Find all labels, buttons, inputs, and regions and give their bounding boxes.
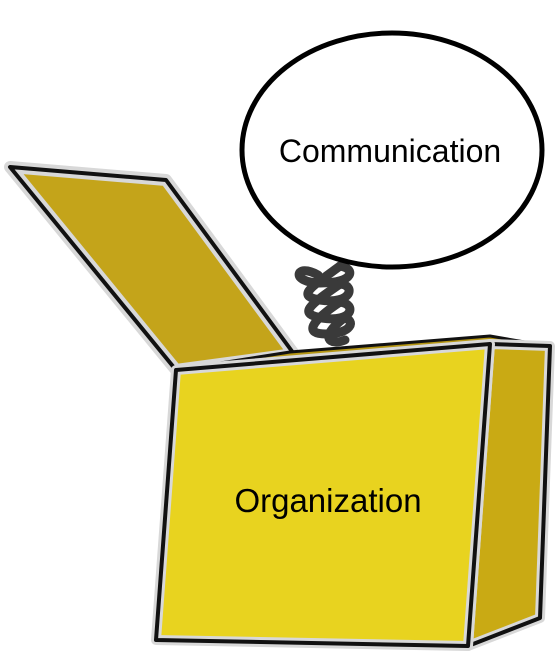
communication-bubble: Communication: [239, 30, 545, 270]
box-front-outline: [154, 342, 492, 648]
spring: [294, 261, 355, 347]
box-lid: [4, 161, 300, 376]
box-body: Organization: [151, 334, 555, 651]
box-label: Organization: [234, 482, 421, 519]
bubble-label: Communication: [279, 133, 501, 169]
bubble-circle: [239, 30, 545, 270]
